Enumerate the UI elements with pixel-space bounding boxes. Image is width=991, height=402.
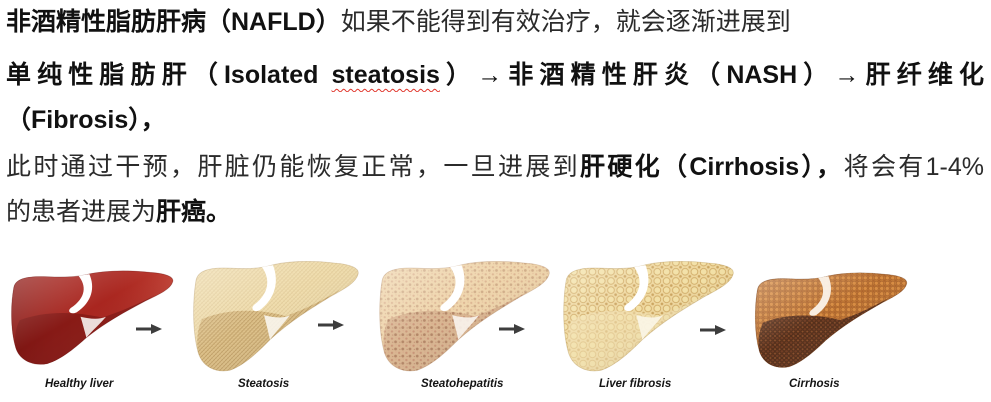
liver-outline xyxy=(379,260,550,372)
arrow-right-icon xyxy=(136,324,162,334)
cirrhosis-term: 肝硬化（Cirrhosis）， xyxy=(580,153,844,181)
progression-nash-fibrosis: ）→非酒精性肝炎（NASH）→肝纤维化 xyxy=(439,61,984,89)
caption-liver-fibrosis: Liver fibrosis xyxy=(599,378,672,390)
intro-line: 非酒精性脂肪肝病（NAFLD）如果不能得到有效治疗，就会逐渐进展到 xyxy=(6,5,791,39)
liver-outline xyxy=(11,270,174,365)
liver-healthy xyxy=(11,270,174,365)
liver-outline xyxy=(193,260,359,372)
liver-steatohepatitis xyxy=(379,260,550,372)
liver-cancer-term: 肝癌。 xyxy=(156,198,232,226)
liver-outline xyxy=(563,260,734,372)
caption-cirrhosis: Cirrhosis xyxy=(789,378,840,390)
liver-fibrosis xyxy=(563,260,734,372)
liver-progression-figure xyxy=(11,260,908,372)
progression-line: 单纯性脂肪肝（Isolated steatosis）→非酒精性肝炎（NASH）→… xyxy=(6,58,984,92)
arrow-right-icon xyxy=(318,320,344,330)
outcome-line: 此时通过干预，肝脏仍能恢复正常，一旦进展到肝硬化（Cirrhosis），将会有1… xyxy=(6,150,984,184)
caption-healthy-liver: Healthy liver xyxy=(45,378,114,390)
progression-steatosis-lead: 单纯性脂肪肝（Isolated xyxy=(6,61,332,89)
fibrosis-term-line: （Fibrosis）， xyxy=(6,103,166,137)
outcome-text: 此时通过干预，肝脏仍能恢复正常，一旦进展到 xyxy=(6,153,581,181)
outcome-text-end: 的患者进展为 xyxy=(6,198,157,226)
caption-steatohepatitis: Steatohepatitis xyxy=(421,378,504,390)
liver-outline xyxy=(754,272,908,368)
fibrosis-term: （Fibrosis）， xyxy=(6,106,166,134)
caption-steatosis: Steatosis xyxy=(238,378,290,390)
spellcheck-flagged-word: steatosis xyxy=(331,61,440,89)
nafld-term: 非酒精性脂肪肝病（NAFLD） xyxy=(6,8,341,36)
liver-cirrhosis xyxy=(754,272,908,368)
liver-steatosis xyxy=(193,260,359,372)
arrow-right-icon xyxy=(499,324,525,334)
outcome-line-end: 的患者进展为肝癌。 xyxy=(6,195,231,229)
arrow-right-icon xyxy=(700,325,726,335)
outcome-percentage-text: 将会有1-4% xyxy=(843,153,984,181)
intro-text: 如果不能得到有效治疗，就会逐渐进展到 xyxy=(340,8,791,36)
